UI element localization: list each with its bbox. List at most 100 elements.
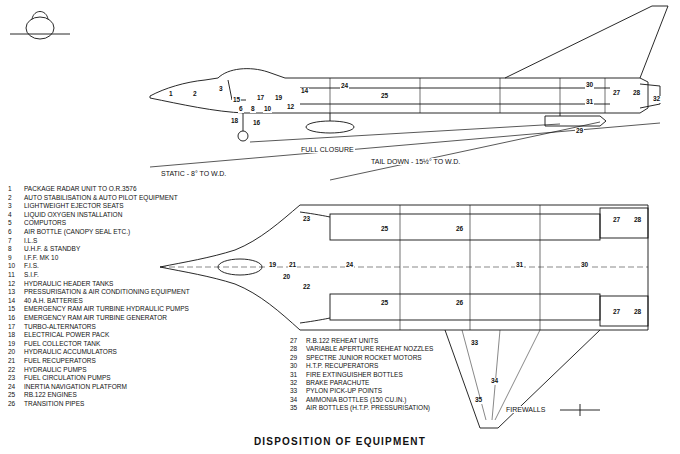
- key-entry: 20 HYDRAULIC ACCUMULATORS: [8, 349, 117, 356]
- key-entry: 15 EMERGENCY RAM AIR TURBINE HYDRAULIC P…: [8, 306, 189, 313]
- key-number: 13: [8, 289, 24, 296]
- key-number: 14: [8, 298, 24, 305]
- key-text: COMPUTORS: [24, 219, 66, 226]
- key-text: FUEL RECUPERATORS: [24, 357, 96, 364]
- key-entry: 35 AIR BOTTLES (H.T.P. PRESSURISATION): [290, 405, 430, 412]
- nose-wheel: [238, 131, 248, 141]
- key-text: I.L.S: [24, 237, 37, 244]
- key-number: 21: [8, 358, 24, 365]
- key-number: 32: [290, 380, 306, 387]
- callout-number: 30: [585, 82, 594, 89]
- key-number: 35: [290, 405, 306, 412]
- side-view: [150, 6, 668, 180]
- callout-number: 16: [252, 120, 261, 127]
- key-entry: 4 LIQUID OXYGEN INSTALLATION: [8, 212, 122, 219]
- key-number: 20: [8, 349, 24, 356]
- key-number: 11: [8, 272, 24, 279]
- callout-number: 19: [274, 95, 283, 102]
- key-entry: 26 TRANSITION PIPES: [8, 401, 84, 408]
- callout-number: 26: [455, 226, 464, 233]
- callout-number: 34: [490, 378, 499, 385]
- front-view: [10, 12, 70, 40]
- key-text: VARIABLE APERTURE REHEAT NOZZLES: [306, 345, 433, 352]
- callout-number: 10: [263, 106, 272, 113]
- key-entry: 12 HYDRAULIC HEADER TANKS: [8, 281, 113, 288]
- key-text: PACKAGE RADAR UNIT TO O.R.3576: [24, 185, 137, 192]
- key-entry: 30 H.T.P. RECUPERATORS: [290, 363, 378, 370]
- reheat-nozzle: [600, 208, 648, 238]
- key-text: EMERGENCY RAM AIR TURBINE GENERATOR: [24, 314, 167, 321]
- key-text: EMERGENCY RAM AIR TURBINE HYDRAULIC PUMP…: [24, 305, 189, 312]
- key-entry: 34 AMMONIA BOTTLES (150 CU.IN.): [290, 397, 406, 404]
- callout-number: 28: [633, 217, 642, 224]
- intake-ducts: [300, 212, 330, 323]
- wing-line: [10, 34, 70, 35]
- key-number: 28: [290, 346, 306, 353]
- callout-number: 32: [652, 96, 661, 103]
- key-number: 31: [290, 372, 306, 379]
- frame-lines: [400, 205, 540, 330]
- attitude-note: FULL CLOSURE: [300, 146, 355, 153]
- key-entry: 29 SPECTRE JUNIOR ROCKET MOTORS: [290, 355, 422, 362]
- key-number: 1: [8, 186, 24, 193]
- key-text: F.I.S.: [24, 262, 39, 269]
- key-text: I.F.F. MK 10: [24, 254, 58, 261]
- callout-number: 28: [633, 309, 642, 316]
- fuselage-plan: [160, 205, 648, 330]
- key-text: HYDRAULIC HEADER TANKS: [24, 280, 113, 287]
- key-entry: 22 HYDRAULIC PUMPS: [8, 367, 86, 374]
- key-number: 16: [8, 315, 24, 322]
- key-entry: 18 ELECTRICAL POWER PACK: [8, 332, 109, 339]
- key-text: U.H.F. & STANDBY: [24, 245, 80, 252]
- engine: [330, 294, 600, 320]
- key-entry: 3 LIGHTWEIGHT EJECTOR SEATS: [8, 203, 124, 210]
- key-entry: 24 INERTIA NAVIGATION PLATFORM: [8, 384, 127, 391]
- key-text: AIR BOTTLES (H.T.P. PRESSURISATION): [306, 404, 430, 411]
- callout-number: 8: [250, 106, 256, 113]
- callout-number: 22: [302, 284, 311, 291]
- key-number: 12: [8, 281, 24, 288]
- callout-number: 1: [168, 91, 174, 98]
- key-number: 26: [8, 401, 24, 408]
- key-entry: 11 S.I.F.: [8, 272, 39, 279]
- wing-outline: [445, 330, 600, 428]
- key-number: 18: [8, 332, 24, 339]
- key-number: 4: [8, 212, 24, 219]
- key-entry: 21 FUEL RECUPERATORS: [8, 358, 96, 365]
- key-text: FUEL CIRCULATION PUMPS: [24, 374, 111, 381]
- key-number: 3: [8, 203, 24, 210]
- callout-number: 25: [380, 300, 389, 307]
- key-entry: 10 F.I.S.: [8, 263, 39, 270]
- key-number: 2: [8, 195, 24, 202]
- static-datum-line: [150, 123, 660, 167]
- canopy-section: [32, 12, 48, 20]
- key-entry: 28 VARIABLE APERTURE REHEAT NOZZLES: [290, 346, 433, 353]
- key-entry: 31 FIRE EXTINGUISHER BOTTLES: [290, 372, 403, 379]
- fuselage-outline: [150, 69, 648, 113]
- key-text: FIRE EXTINGUISHER BOTTLES: [306, 371, 403, 378]
- callout-number: 17: [256, 95, 265, 102]
- callout-number: 24: [345, 262, 354, 269]
- key-text: PRESSURISATION & AIR CONDITIONING EQUIPM…: [24, 288, 190, 295]
- key-number: 30: [290, 363, 306, 370]
- key-text: AIR BOTTLE (CANOPY SEAL ETC.): [24, 228, 130, 235]
- key-text: LIGHTWEIGHT EJECTOR SEATS: [24, 202, 124, 209]
- drawing-title: DISPOSITION OF EQUIPMENT: [0, 436, 680, 447]
- callout-number: 3: [218, 86, 224, 93]
- plan-view: [160, 205, 648, 428]
- key-entry: 13 PRESSURISATION & AIR CONDITIONING EQU…: [8, 289, 190, 296]
- key-number: 27: [290, 338, 306, 345]
- key-number: 5: [8, 220, 24, 227]
- key-entry: 1 PACKAGE RADAR UNIT TO O.R.3576: [8, 186, 137, 193]
- key-number: 17: [8, 324, 24, 331]
- callout-number: 21: [288, 262, 297, 269]
- key-text: 40 A.H. BATTERIES: [24, 297, 83, 304]
- callout-number: 30: [580, 262, 589, 269]
- attitude-note: FIREWALLS: [505, 406, 546, 413]
- key-text: AUTO STABILISATION & AUTO PILOT EQUIPMEN…: [24, 194, 178, 201]
- key-number: 29: [290, 355, 306, 362]
- key-entry: 6 AIR BOTTLE (CANOPY SEAL ETC.): [8, 229, 130, 236]
- key-text: RB.122 ENGINES: [24, 391, 77, 398]
- key-entry: 9 I.F.F. MK 10: [8, 255, 58, 262]
- key-text: BRAKE PARACHUTE: [306, 379, 369, 386]
